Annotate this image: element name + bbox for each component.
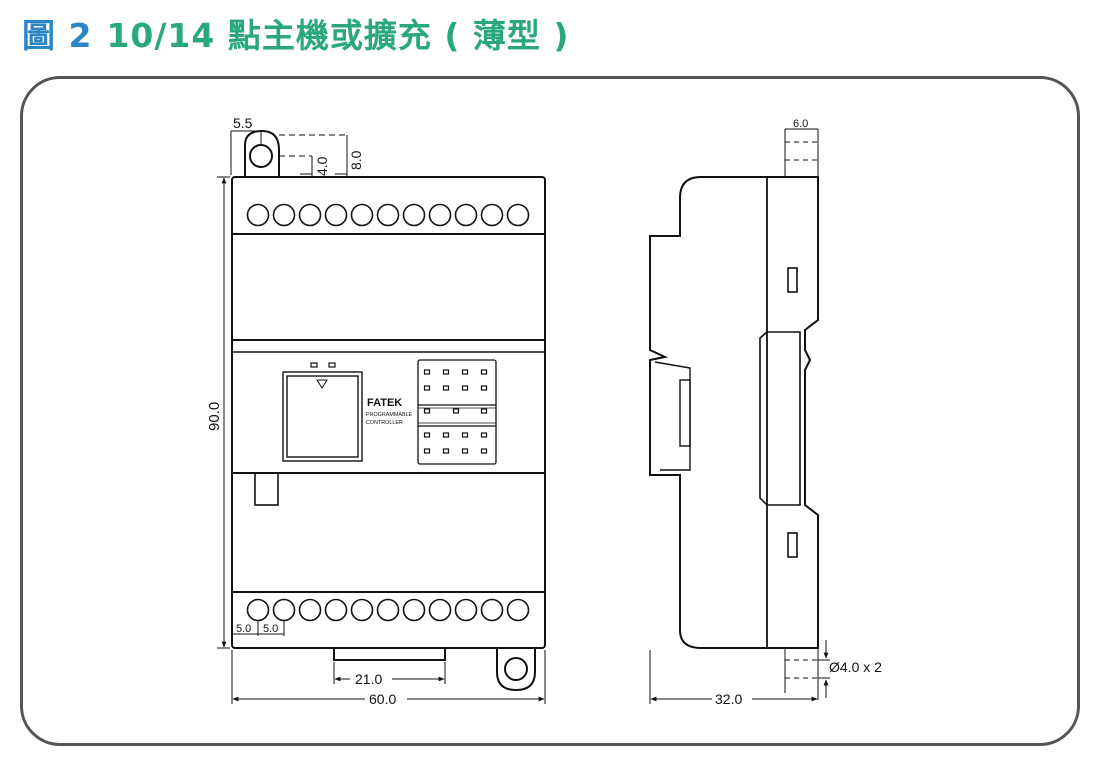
brand-subtitle-1: PROGRAMMABLE xyxy=(366,412,413,418)
side-dimensions xyxy=(649,128,830,704)
front-dimensions xyxy=(217,130,546,704)
terminal-screw xyxy=(428,598,452,622)
dim-hole-center: 4.0 xyxy=(314,156,330,176)
led-indicator xyxy=(423,432,431,438)
drawing-frame xyxy=(20,76,1080,746)
terminal-screw xyxy=(298,598,322,622)
led-indicator xyxy=(442,369,450,375)
led-panel xyxy=(417,359,497,465)
terminal-screw xyxy=(272,203,296,227)
figure-caption: 10/14 點主機或擴充 ( 薄型 ) xyxy=(106,16,570,55)
led-indicator xyxy=(461,432,469,438)
led-indicator xyxy=(480,385,488,391)
terminal-screw xyxy=(402,598,426,622)
front-view xyxy=(231,129,546,692)
side-slot-lower xyxy=(787,532,798,558)
dim-foot-width: 21.0 xyxy=(355,671,382,687)
terminal-screw xyxy=(350,203,374,227)
terminal-screw xyxy=(246,203,270,227)
terminal-screw xyxy=(454,203,478,227)
terminal-screw xyxy=(480,203,504,227)
terminal-screw xyxy=(376,598,400,622)
top-terminal-block xyxy=(246,203,530,227)
led-indicator xyxy=(423,385,431,391)
dim-pitch-2: 5.0 xyxy=(263,623,278,635)
led-indicator xyxy=(423,369,431,375)
comm-port xyxy=(282,362,363,462)
led-indicator xyxy=(480,432,488,438)
terminal-screw xyxy=(376,203,400,227)
figure-label: 圖 2 xyxy=(22,16,93,55)
terminal-screw xyxy=(506,598,530,622)
terminal-screw xyxy=(324,598,348,622)
led-indicator xyxy=(452,408,460,414)
top-mounting-ear xyxy=(244,129,280,177)
side-view xyxy=(649,176,819,649)
led-indicator xyxy=(423,448,431,454)
terminal-screw xyxy=(506,203,530,227)
terminal-screw xyxy=(272,598,296,622)
dim-pitch-1: 5.0 xyxy=(236,623,251,635)
front-body xyxy=(231,176,546,649)
terminal-screw xyxy=(480,598,504,622)
led-indicator xyxy=(461,369,469,375)
terminal-screw xyxy=(298,203,322,227)
bottom-mounting-hole xyxy=(504,657,528,681)
led-indicator xyxy=(480,369,488,375)
led-indicator xyxy=(442,448,450,454)
led-indicator xyxy=(461,448,469,454)
led-indicator xyxy=(461,385,469,391)
brand-label: FATEK xyxy=(367,397,402,409)
terminal-screw xyxy=(246,598,270,622)
terminal-screw xyxy=(454,598,478,622)
dim-hole-edge: 8.0 xyxy=(348,150,364,170)
led-indicator xyxy=(423,408,431,414)
dim-rail-width: 6.0 xyxy=(793,118,808,130)
terminal-screw xyxy=(402,203,426,227)
led-indicator xyxy=(480,408,488,414)
dim-hole-offset: 5.5 xyxy=(233,115,253,131)
top-mounting-hole xyxy=(249,144,273,168)
terminal-screw xyxy=(350,598,374,622)
led-indicator xyxy=(442,385,450,391)
side-profile xyxy=(649,176,819,649)
terminal-screw xyxy=(428,203,452,227)
brand-subtitle-2: CONTROLLER xyxy=(366,420,403,426)
led-indicator xyxy=(480,448,488,454)
bottom-terminal-block xyxy=(246,598,530,622)
dim-depth: 32.0 xyxy=(715,691,742,707)
bottom-mounting-ear xyxy=(496,648,536,692)
led-indicators xyxy=(423,369,488,454)
dim-width: 60.0 xyxy=(369,691,396,707)
side-slot-upper xyxy=(787,267,798,293)
led-indicator xyxy=(442,432,450,438)
din-foot xyxy=(333,648,446,661)
dim-height: 90.0 xyxy=(206,402,223,431)
figure-title: 圖 2 10/14 點主機或擴充 ( 薄型 ) xyxy=(22,14,569,58)
dim-hole-diameter: Ø4.0 x 2 xyxy=(829,659,882,675)
terminal-screw xyxy=(324,203,348,227)
expansion-tab xyxy=(254,472,279,506)
